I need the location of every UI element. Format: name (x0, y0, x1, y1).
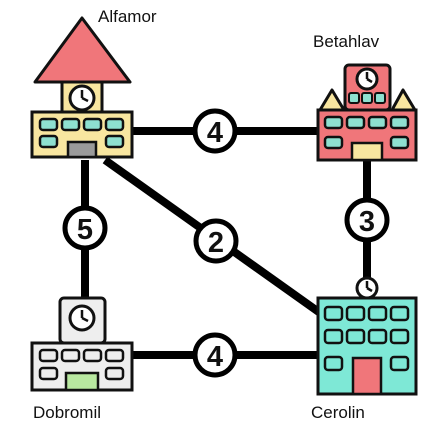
cerolin-windows (323, 305, 410, 372)
weight-label: 2 (208, 227, 224, 259)
alfamor-door (66, 140, 98, 159)
road-weight-betahlav-cerolin: 3 (344, 197, 390, 243)
betahlav-left-spire (318, 88, 346, 112)
cerolin-door (351, 356, 383, 396)
dobromil-door (64, 371, 100, 392)
alfamor-windows (38, 117, 125, 149)
alfamor-roof (33, 16, 132, 84)
betahlav-door (350, 141, 384, 162)
betahlav-label: Betahlav (313, 32, 380, 51)
betahlav-tower-windows (348, 92, 386, 104)
cerolin-town: Cerolin (311, 276, 418, 422)
weight-label: 5 (77, 214, 93, 246)
dobromil-label: Dobromil (33, 403, 101, 422)
road-weight-dobromil-cerolin: 4 (192, 332, 238, 378)
betahlav-right-spire (390, 88, 417, 112)
clock-icon (68, 84, 96, 112)
dobromil-town: Dobromil (30, 296, 134, 422)
road-weight-alfamor-dobromil: 5 (62, 205, 108, 251)
weight-label: 4 (207, 341, 223, 373)
dobromil-windows (38, 348, 125, 381)
clock-icon (68, 304, 96, 332)
road-weight-alfamor-betahlav: 4 (192, 108, 238, 154)
alfamor-label: Alfamor (98, 7, 157, 26)
betahlav-town: Betahlav (313, 32, 418, 162)
alfamor-town: Alfamor (30, 7, 157, 159)
road-weight-alfamor-cerolin: 2 (193, 218, 239, 264)
weight-label: 4 (207, 117, 223, 149)
clock-icon (355, 276, 379, 300)
clock-icon (355, 67, 379, 91)
weight-label: 3 (359, 206, 375, 238)
cerolin-label: Cerolin (311, 403, 365, 422)
betahlav-windows (323, 115, 410, 150)
